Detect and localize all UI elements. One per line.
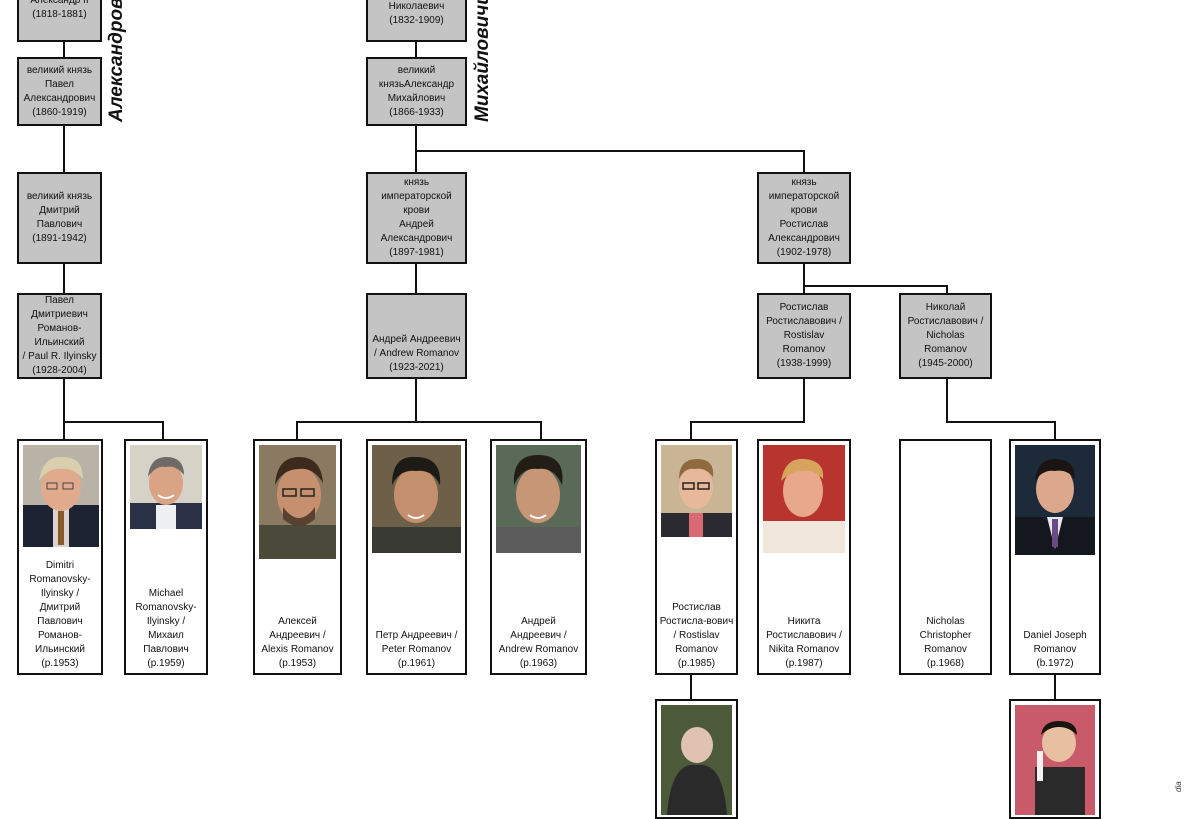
person-card-daniel: Daniel Joseph Romanov (b.1972) [1009, 439, 1101, 675]
person-label: Dimitri Romanovsky- Ilyinsky / Дмитрий П… [29, 560, 91, 669]
person-label: князь императорской крови Ростислав Алек… [768, 177, 840, 258]
person-label: Daniel Joseph Romanov (b.1972) [1023, 630, 1087, 669]
connector-line [1054, 421, 1056, 440]
person-card-nikita: Никита Ростиславович / Nikita Romanov (р… [757, 439, 851, 675]
connector-line [803, 263, 805, 294]
person-label: Никита Ростиславович / Nikita Romanov (р… [766, 616, 842, 669]
person-label: Алексей Андреевич / Alexis Romanov (р.19… [261, 616, 334, 669]
person-card-grandchild-2 [1009, 699, 1101, 819]
portrait-photo [1015, 705, 1095, 815]
connector-line [296, 421, 542, 423]
connector-line [946, 285, 948, 294]
person-box-andrew-romanov: Андрей Андреевич / Andrew Romanov (1923-… [366, 293, 467, 379]
person-label: Ростислав Ростисла-вович / Rostislav Rom… [659, 602, 734, 669]
person-label: великий князь Дмитрий Павлович (1891-194… [26, 191, 93, 244]
connector-line [415, 41, 417, 57]
portrait-photo [130, 445, 202, 529]
connector-line [63, 421, 65, 440]
person-label: Петр Андреевич / Peter Romanov (р.1961) [375, 630, 458, 669]
connector-line [1054, 673, 1056, 700]
portrait-photo [1015, 445, 1095, 555]
person-card-andrei: Андрей Андреевич / Andrew Romanov (р.196… [490, 439, 587, 675]
person-card-alexei: Алексей Андреевич / Alexis Romanov (р.19… [253, 439, 342, 675]
connector-line [803, 378, 805, 422]
connector-line [162, 421, 164, 440]
connector-line [690, 421, 805, 423]
person-card-dimitri: Dimitri Romanovsky- Ilyinsky / Дмитрий П… [17, 439, 103, 675]
portrait-photo [661, 705, 732, 815]
connector-line [415, 125, 417, 173]
person-card-michael: Michael Romanovsky- Ilyinsky / Михаил Па… [124, 439, 208, 675]
connector-line [946, 421, 1056, 423]
connector-line [803, 285, 948, 287]
person-label: князь императорской крови Андрей Алексан… [380, 177, 453, 258]
credit-text: dia [1174, 781, 1183, 792]
connector-line [540, 421, 542, 440]
portrait-photo [496, 445, 581, 553]
person-label: Michael Romanovsky- Ilyinsky / Михаил Па… [135, 588, 197, 669]
person-card-nicholas-christopher: Nicholas Christopher Romanov (р.1968) [899, 439, 992, 675]
person-box-andrei-alexandrovich: князь императорской крови Андрей Алексан… [366, 172, 467, 264]
person-label: Павел Дмитриевич Романов- Ильинский / Pa… [22, 295, 97, 376]
portrait-photo [763, 445, 845, 553]
person-box-nikolai-rostislavovich: Николай Ростиславович / Nicholas Romanov… [899, 293, 992, 379]
person-box-mikhail-nikolaevich: Николаевич (1832-1909) [366, 0, 467, 42]
connector-line [63, 125, 65, 173]
portrait-photo [372, 445, 461, 553]
person-label: Николай Ростиславович / Nicholas Romanov… [907, 302, 984, 369]
person-box-paul-ilyinsky: Павел Дмитриевич Романов- Ильинский / Pa… [17, 293, 102, 379]
connector-line [690, 421, 692, 440]
person-box-alexander-ii: Александр II (1818-1881) [17, 0, 102, 42]
person-card-petr: Петр Андреевич / Peter Romanov (р.1961) [366, 439, 467, 675]
connector-line [63, 421, 164, 423]
person-box-alexander-mikhailovich: великий князьАлександр Михайлович (1866-… [366, 57, 467, 126]
person-label: Николаевич (1832-1909) [388, 1, 445, 26]
connector-line [690, 673, 692, 700]
person-label: Андрей Андреевич / Andrew Romanov (р.196… [498, 616, 579, 669]
branch-label-aleksandrovichi: Александрови [106, 0, 127, 122]
person-box-rostislav-rostislavovich: Ростислав Ростиславович / Rostislav Roma… [757, 293, 851, 379]
person-label: великий князьАлександр Михайлович (1866-… [378, 64, 455, 118]
family-tree: Александрови Михайловичи Александр II (1… [17, 0, 1183, 819]
portrait-photo [259, 445, 336, 559]
connector-line [63, 263, 65, 294]
person-label: Александр II (1818-1881) [30, 0, 89, 20]
portrait-photo [23, 445, 99, 547]
connector-line [63, 41, 65, 57]
connector-line [415, 150, 805, 152]
connector-line [415, 378, 417, 422]
person-box-rostislav-alexandrovich: князь императорской крови Ростислав Алек… [757, 172, 851, 264]
person-label: Nicholas Christopher Romanov (р.1968) [919, 616, 972, 669]
portrait-photo [661, 445, 732, 537]
person-box-pavel-alexandrovich: великий князь Павел Александрович (1860-… [17, 57, 102, 126]
person-box-dmitri-pavlovich: великий князь Дмитрий Павлович (1891-194… [17, 172, 102, 264]
connector-line [296, 421, 298, 440]
person-label: Андрей Андреевич / Andrew Romanov (1923-… [372, 334, 461, 373]
connector-line [63, 378, 65, 422]
person-label: великий князь Павел Александрович (1860-… [23, 64, 96, 118]
connector-line [946, 378, 948, 422]
connector-line [803, 150, 805, 173]
person-card-grandchild-1 [655, 699, 738, 819]
person-label: Ростислав Ростиславович / Rostislav Roma… [766, 302, 842, 369]
person-card-rostislav-young: Ростислав Ростисла-вович / Rostislav Rom… [655, 439, 738, 675]
connector-line [415, 263, 417, 294]
branch-label-mikhailovichi: Михайловичи [472, 0, 493, 122]
